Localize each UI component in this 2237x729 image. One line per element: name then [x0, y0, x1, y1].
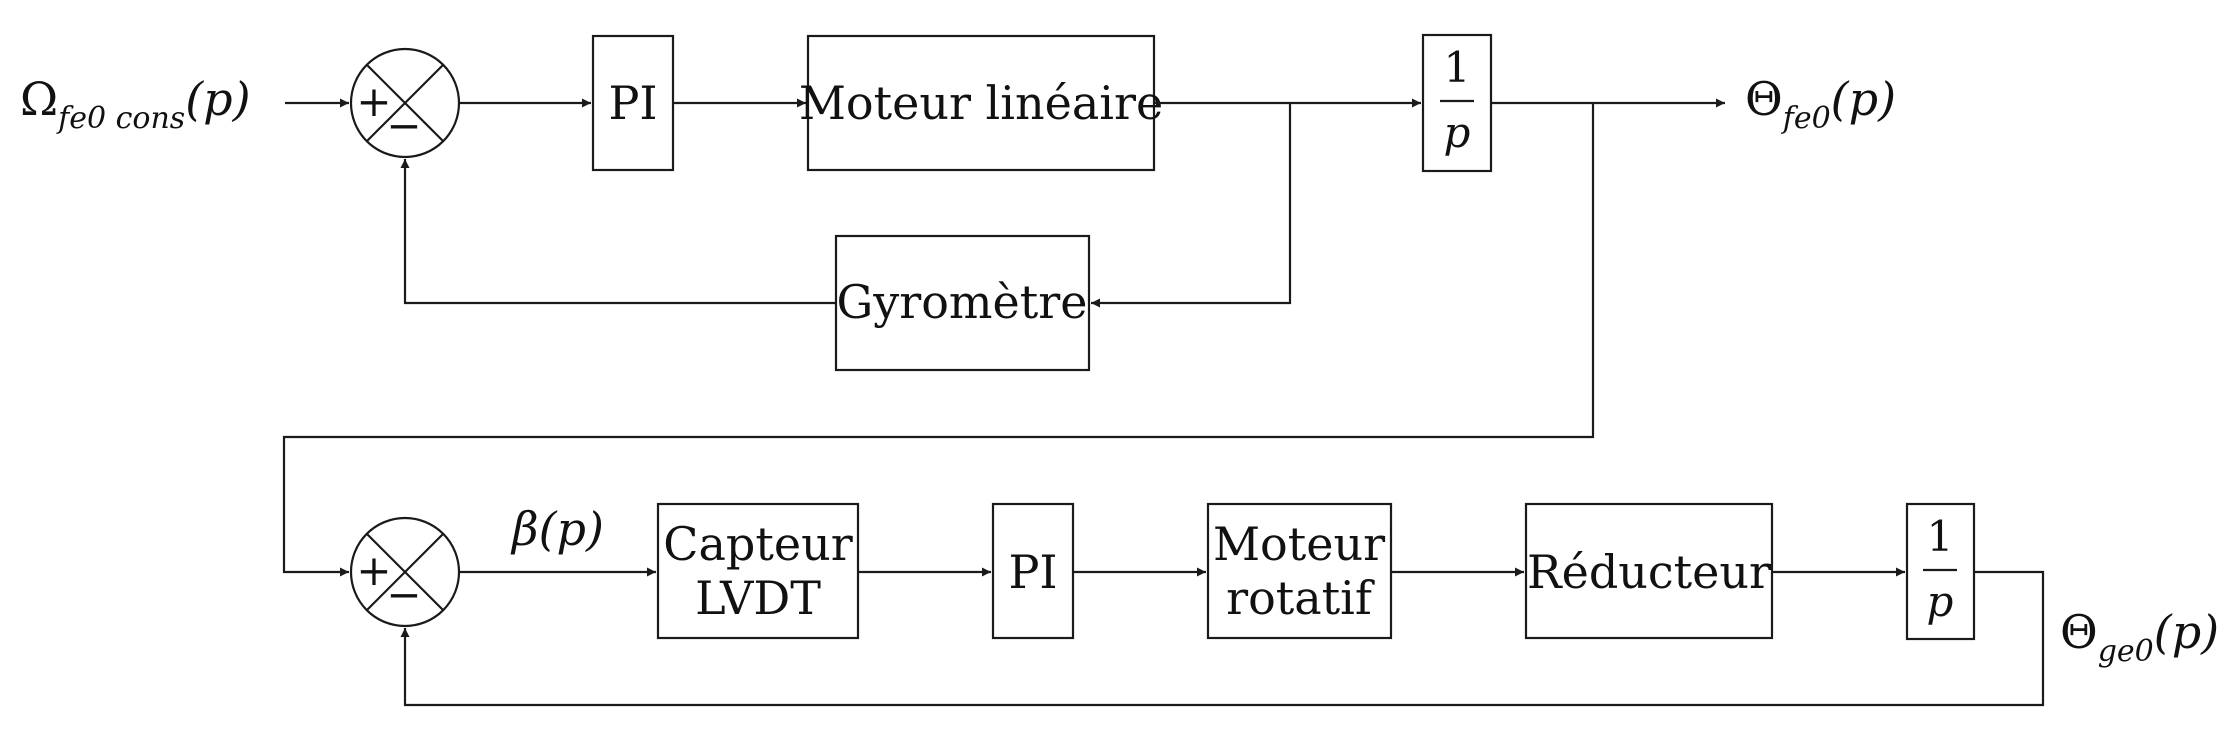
sum-1-minus-sign: − [386, 101, 421, 150]
input-signal-label: Ωfe0 cons(p) [20, 72, 251, 136]
summing-junction-1: + − [349, 47, 461, 159]
integrator-2-denominator: p [1927, 577, 1954, 626]
lvdt-sensor-label-line1: Capteur [663, 517, 852, 571]
lvdt-sensor-block: Capteur LVDT [656, 502, 860, 640]
cross-connection-wire [282, 103, 1595, 577]
linear-motor-label: Moteur linéaire [799, 76, 1163, 130]
integrator-1-numerator: 1 [1444, 43, 1471, 92]
gyro-feedback-wire [400, 159, 836, 305]
pi-block-2-label: PI [1008, 545, 1057, 599]
beta-signal-label: β(p) [510, 502, 604, 556]
output-2-signal-label: Θge0(p) [2060, 605, 2219, 669]
pi-block-2: PI [991, 502, 1075, 640]
integrator-block-2: 1 p [1905, 502, 1976, 641]
lvdt-sensor-label-line2: LVDT [695, 571, 821, 625]
linear-motor-block: Moteur linéaire [799, 34, 1163, 172]
reducer-label: Réducteur [1527, 545, 1771, 599]
sum-1-plus-sign: + [356, 77, 391, 126]
pi-block-1-label: PI [608, 76, 657, 130]
integrator-block-1: 1 p [1421, 33, 1493, 173]
integrator-1-denominator: p [1444, 108, 1471, 157]
sum-2-minus-sign: − [386, 570, 421, 619]
output-1-signal-label: Θfe0(p) [1745, 72, 1896, 136]
output-2-feedback-wire [400, 570, 2045, 707]
pi-block-1: PI [591, 34, 675, 172]
integrator-2-numerator: 1 [1927, 512, 1954, 561]
rotary-motor-label-line1: Moteur [1213, 517, 1385, 571]
gyrometer-label: Gyromètre [837, 275, 1088, 329]
rotary-motor-label-line2: rotatif [1226, 571, 1375, 625]
reducer-block: Réducteur [1524, 502, 1774, 640]
sum-2-plus-sign: + [356, 546, 391, 595]
summing-junction-2: + − [349, 516, 461, 628]
rotary-motor-block: Moteur rotatif [1206, 502, 1393, 640]
gyro-branch-wire [1091, 103, 1292, 308]
gyrometer-block: Gyromètre [834, 234, 1091, 372]
